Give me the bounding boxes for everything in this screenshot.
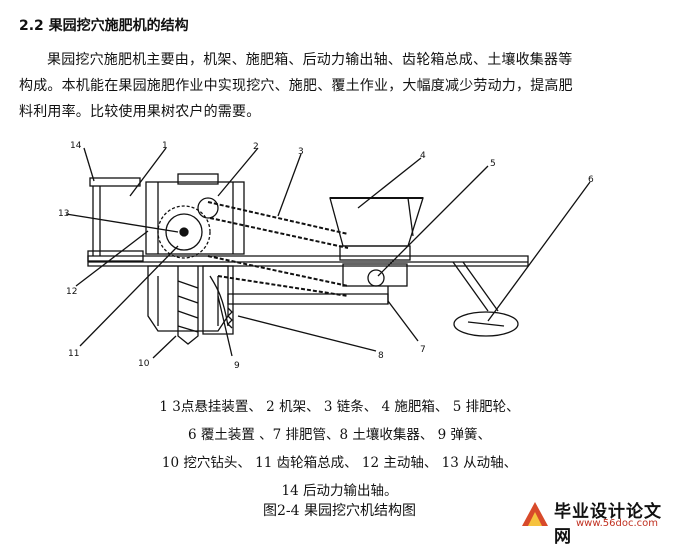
discharge-pipe	[227, 293, 389, 305]
label-8: 8	[378, 351, 384, 361]
drill-bit	[177, 266, 199, 345]
legend-line: 1 3点悬挂装置、 2 机架、 3 链条、 4 施肥箱、 5 排肥轮、	[159, 399, 520, 415]
body-paragraph: 果园挖穴施肥机主要由，机架、施肥箱、后动力输出轴、齿轮箱总成、土壤收集器等 构成…	[19, 47, 629, 125]
chain	[207, 201, 349, 235]
covering-arm	[452, 261, 489, 312]
label-6: 6	[588, 175, 594, 185]
label-4: 4	[420, 151, 426, 161]
soil-collector	[202, 265, 234, 335]
legend-line: 10 挖穴钻头、 11 齿轮箱总成、 12 主动轴、 13 从动轴、	[161, 455, 518, 471]
label-5: 5	[490, 159, 496, 169]
label-12: 12	[66, 287, 77, 297]
driven-gear	[157, 205, 211, 259]
label-3: 3	[298, 147, 304, 157]
hitch-frame	[89, 177, 141, 187]
covering-wheel	[453, 311, 519, 337]
watermark-url: www.56doc.com	[576, 518, 659, 529]
label-2: 2	[253, 142, 259, 152]
diagram-legend: 1 3点悬挂装置、 2 机架、 3 链条、 4 施肥箱、 5 排肥轮、 6 覆土…	[0, 393, 679, 505]
drill-housing	[147, 265, 229, 332]
main-frame-beam	[87, 255, 529, 267]
label-9: 9	[234, 361, 240, 371]
spring	[227, 307, 233, 329]
legend-line: 6 覆土装置 、7 排肥管、8 土壤收集器、 9 弹簧、	[187, 427, 492, 443]
label-10: 10	[138, 359, 150, 369]
label-14: 14	[70, 141, 82, 151]
paragraph-line: 构成。本机能在果园施肥作业中实现挖穴、施肥、覆土作业，大幅度减少劳动力，提高肥	[19, 78, 573, 94]
label-1: 1	[162, 141, 168, 151]
label-7: 7	[420, 345, 426, 355]
label-13: 13	[58, 209, 69, 219]
watermark: 毕业设计论文网 www.56doc.com	[516, 497, 676, 547]
legend-line: 14 后动力输出轴。	[281, 483, 398, 499]
section-heading: 2.2 果园挖穴施肥机的结构	[19, 18, 189, 34]
label-11: 11	[68, 349, 79, 359]
paragraph-line: 料利用率。比较使用果树农户的需要。	[19, 104, 261, 120]
watermark-logo-icon	[522, 502, 548, 526]
frame-box	[145, 181, 245, 255]
figure-title: 图2-4 果园挖穴机结构图	[263, 503, 416, 519]
machine-structure-diagram: 1 2 3 4 5 6 7 8 9 10 11 12 13 14	[58, 141, 594, 371]
paragraph-line: 果园挖穴施肥机主要由，机架、施肥箱、后动力输出轴、齿轮箱总成、土壤收集器等	[47, 52, 573, 68]
